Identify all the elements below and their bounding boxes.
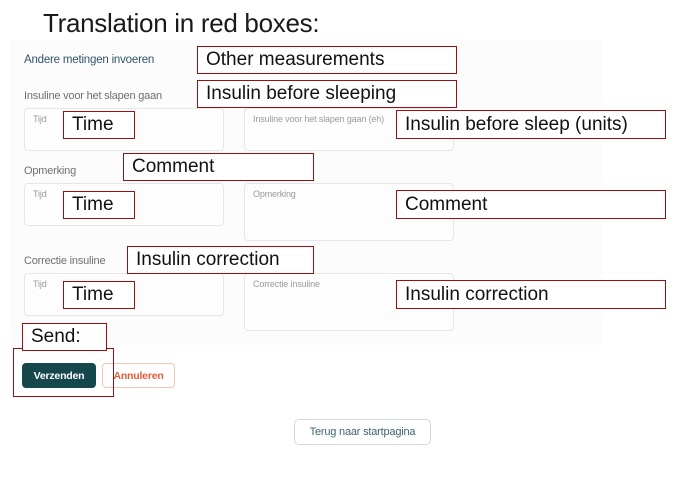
annotation-comment-field: Comment xyxy=(396,190,666,219)
annotation-time-3: Time xyxy=(63,281,135,309)
cancel-button[interactable]: Annuleren xyxy=(102,363,175,388)
placeholder-insulin-correction: Correctie insuline xyxy=(253,279,320,289)
submit-button[interactable]: Verzenden xyxy=(22,363,96,388)
annotation-insulin-before-sleep-units: Insulin before sleep (units) xyxy=(396,110,666,139)
annotation-insulin-correction-field: Insulin correction xyxy=(396,280,666,309)
placeholder-comment: Opmerking xyxy=(253,189,296,199)
form-section-heading: Andere metingen invoeren xyxy=(24,54,155,66)
annotation-send: Send: xyxy=(22,323,107,351)
label-insulin-correction: Correctie insuline xyxy=(24,255,106,267)
annotation-time-2: Time xyxy=(63,191,135,219)
back-to-homepage-button[interactable]: Terug naar startpagina xyxy=(294,419,431,445)
label-comment: Opmerking xyxy=(24,165,76,177)
label-insulin-before-sleep: Insuline voor het slapen gaan xyxy=(24,90,162,102)
annotation-insulin-correction-heading: Insulin correction xyxy=(127,246,314,274)
annotation-comment-heading: Comment xyxy=(123,153,314,181)
placeholder-time-3: Tijd xyxy=(33,279,47,289)
annotation-send-button-outline xyxy=(13,348,114,397)
placeholder-time-1: Tijd xyxy=(33,114,47,124)
page-title: Translation in red boxes: xyxy=(43,8,320,38)
annotation-other-measurements: Other measurements xyxy=(197,46,457,74)
annotation-insulin-before-sleeping: Insulin before sleeping xyxy=(197,80,457,108)
placeholder-time-2: Tijd xyxy=(33,189,47,199)
placeholder-insulin-before-sleep-units: Insuline voor het slapen gaan (eh) xyxy=(253,114,384,124)
annotation-time-1: Time xyxy=(63,111,135,139)
